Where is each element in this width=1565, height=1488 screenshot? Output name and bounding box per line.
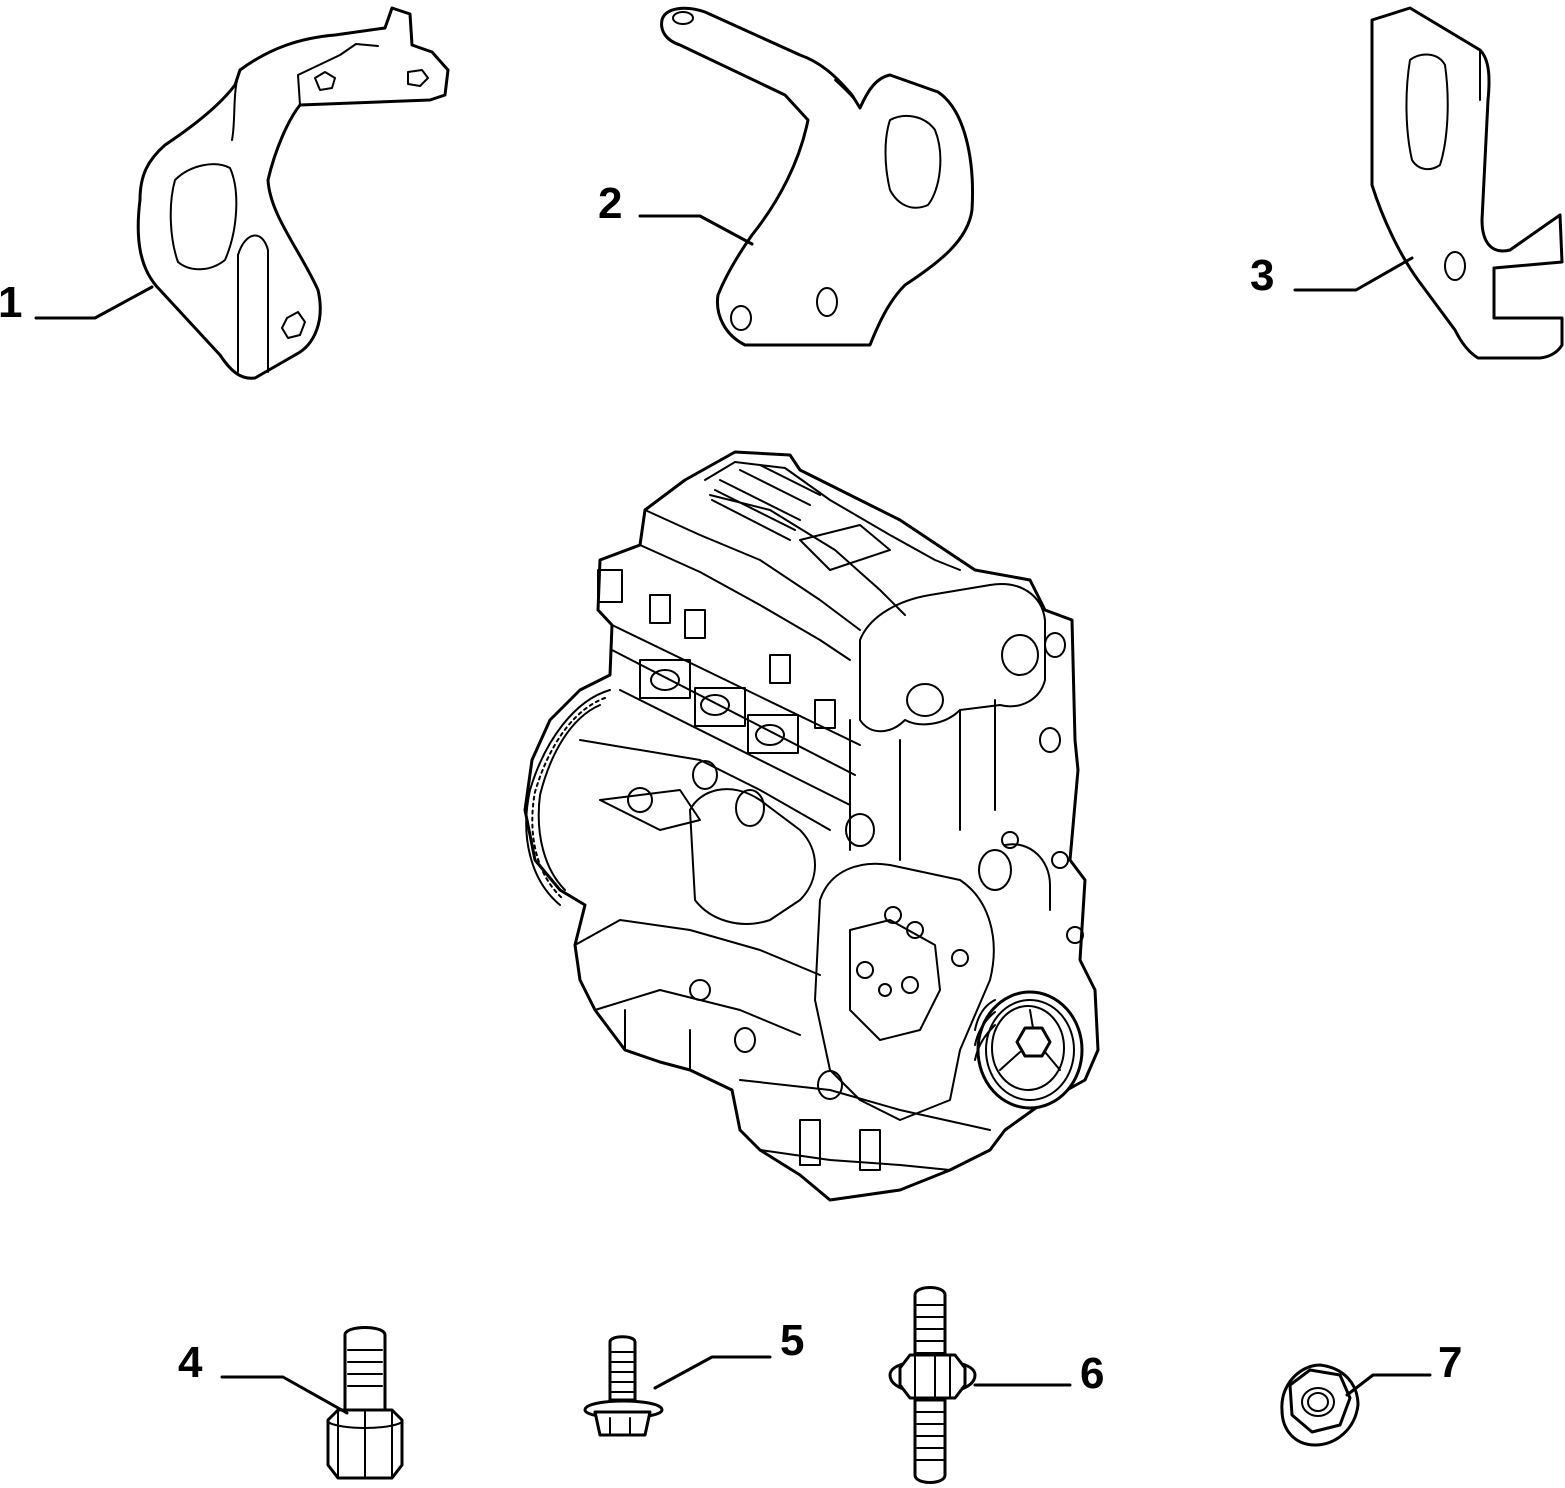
leader-5 — [653, 1355, 772, 1390]
callout-5[interactable]: 5 — [780, 1316, 804, 1365]
callout-1[interactable]: 1 — [0, 278, 22, 327]
part-4-bolt[interactable] — [326, 1326, 404, 1480]
part-3-bracket[interactable] — [1370, 6, 1564, 360]
callout-7[interactable]: 7 — [1438, 1338, 1462, 1387]
callout-3[interactable]: 3 — [1250, 251, 1274, 300]
leader-3 — [1293, 256, 1414, 292]
part-6-stud[interactable] — [888, 1286, 977, 1484]
leader-1 — [34, 285, 154, 320]
engine-assembly[interactable] — [523, 450, 1100, 1202]
leader-7 — [1345, 1373, 1432, 1397]
callout-2[interactable]: 2 — [598, 179, 622, 228]
callout-4[interactable]: 4 — [178, 1338, 203, 1387]
part-1-bracket[interactable] — [136, 6, 450, 380]
callout-6[interactable]: 6 — [1080, 1349, 1104, 1398]
part-2-bracket[interactable] — [660, 6, 974, 347]
part-5-flange-bolt[interactable] — [583, 1335, 664, 1437]
leader-4 — [220, 1375, 349, 1415]
leader-2 — [638, 214, 754, 246]
part-7-flange-nut[interactable] — [1280, 1363, 1360, 1447]
